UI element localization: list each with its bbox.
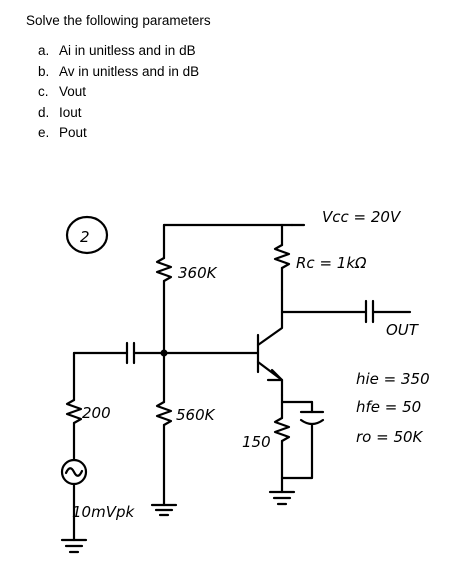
bypass-capacitor — [299, 410, 325, 426]
bjt-emitter — [256, 360, 284, 397]
part-text: Pout — [59, 125, 87, 140]
part-letter: e. — [38, 125, 50, 140]
ro-label: ro = 50K — [356, 428, 424, 446]
re-resistor — [273, 416, 291, 443]
rc-label: Rc = 1kΩ — [296, 254, 367, 272]
list-item: b. Av in unitless and in dB — [38, 63, 199, 84]
part-text: Iout — [59, 104, 82, 120]
r1-resistor — [155, 256, 173, 283]
output-capacitor — [364, 299, 375, 324]
question-title: Solve the following parameters — [26, 13, 211, 28]
source-label: 10mVpk — [72, 503, 135, 521]
part-letter: d. — [38, 104, 50, 120]
r1-label: 360K — [178, 264, 218, 282]
list-item: c. Vout — [38, 83, 199, 104]
emitter-arrow-icon — [266, 368, 284, 382]
r2-label: 560K — [176, 406, 216, 424]
part-text: Vout — [59, 84, 87, 99]
list-item: d. Iout — [38, 104, 199, 125]
emitter-ground-icon — [268, 490, 296, 506]
emitter-node-wire — [280, 393, 314, 404]
problem-number-circle — [65, 215, 109, 255]
source-ground-icon — [60, 538, 88, 554]
hie-label: hie = 350 — [356, 370, 430, 388]
problem-number: 2 — [80, 228, 90, 246]
bypass-wire-bottom — [280, 422, 314, 480]
part-letter: b. — [38, 63, 50, 79]
r2-ground-icon — [150, 503, 178, 517]
part-text: Av in unitless and in dB — [59, 63, 200, 79]
r2-resistor — [155, 400, 173, 427]
re-label: 150 — [242, 433, 271, 451]
out-label: OUT — [386, 321, 420, 339]
part-letter: a. — [38, 43, 50, 58]
list-item: a. Ai in unitless and in dB — [38, 42, 199, 63]
question-parts-list: a. Ai in unitless and in dB b. Av in unitl… — [38, 42, 199, 145]
ac-source-icon — [64, 467, 84, 477]
part-letter: c. — [38, 84, 49, 99]
rs-resistor — [65, 398, 83, 425]
bjt-collector — [256, 288, 284, 347]
list-item: e. Pout — [38, 124, 199, 145]
hfe-label: hfe = 50 — [356, 398, 421, 416]
rs-label: 200 — [82, 404, 111, 422]
rc-resistor — [273, 243, 291, 270]
vcc-label: Vcc = 20V — [322, 208, 402, 226]
part-text: Ai in unitless and in dB — [59, 43, 196, 58]
